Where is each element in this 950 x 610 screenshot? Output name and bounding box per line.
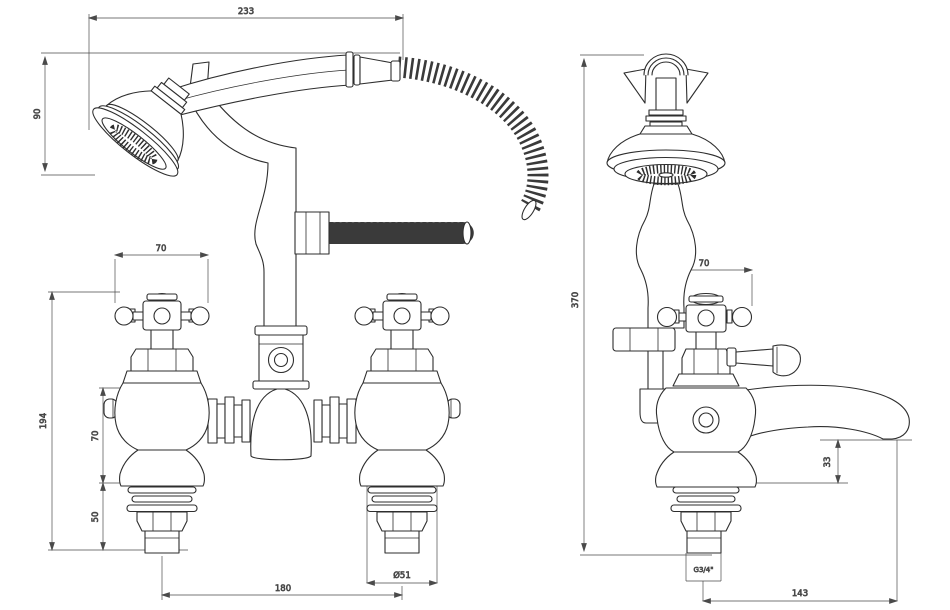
dim-handset-length: 233 — [238, 7, 254, 17]
dim-connection-thread: G3/4" — [694, 566, 714, 574]
front-hardware — [92, 51, 549, 554]
dim-spout-reach: 143 — [792, 589, 808, 599]
body-spout-side — [655, 384, 910, 554]
riser-side — [612, 183, 697, 424]
dim-base-diameter: Ø51 — [393, 570, 411, 581]
dim-overall-height-front: 194 — [39, 413, 49, 429]
spout — [745, 384, 910, 440]
dim-handset-height: 90 — [33, 109, 43, 120]
dim-shank-height: 50 — [91, 512, 101, 523]
dim-body-height: 70 — [91, 431, 101, 442]
dim-spout-height: 33 — [823, 457, 833, 468]
bonnet-side — [672, 331, 740, 387]
dim-handle-width-front: 70 — [156, 244, 167, 254]
valve-right — [313, 292, 461, 554]
hose-short — [319, 221, 475, 245]
side-view: 370 70 33 G3/4" 143 — [571, 53, 912, 604]
handset-front — [92, 51, 401, 177]
side-hardware — [606, 53, 910, 554]
centre-body — [250, 325, 312, 461]
riser-front — [187, 89, 330, 331]
cross-handle-side — [656, 292, 753, 333]
front-view: 233 90 70 194 70 50 180 Ø51 — [33, 7, 549, 600]
dim-tap-centres: 180 — [275, 584, 291, 594]
hose-long — [397, 56, 549, 221]
valve-left — [103, 292, 251, 554]
handset-side — [606, 53, 726, 186]
lever-handle — [726, 344, 801, 377]
dim-overall-height-side: 370 — [571, 292, 581, 308]
dim-handle-width-side: 70 — [699, 259, 710, 269]
